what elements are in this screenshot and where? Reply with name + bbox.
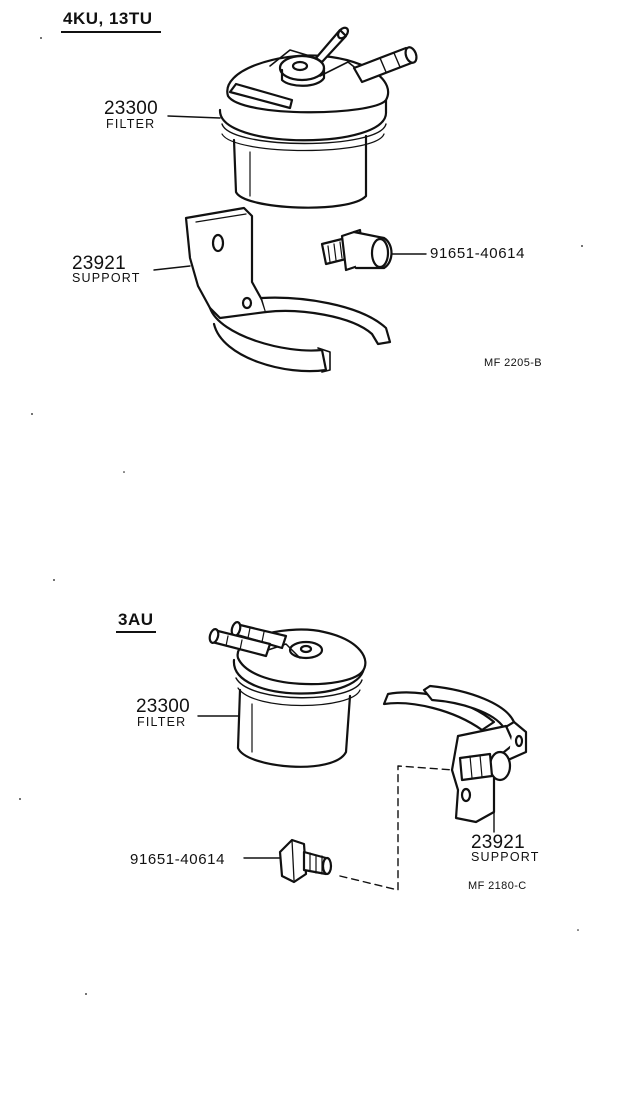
variant-header-underline [61,31,161,33]
support-bracket-bottom [382,684,528,824]
fuel-filter-top [218,26,418,209]
diagram-reference: MF 2180-C [468,880,527,892]
bolt-bottom [278,838,333,884]
filter-name: FILTER [137,715,187,729]
support-name: SUPPORT [471,850,540,864]
support-part-number: 23921 [72,253,126,274]
fuel-filter-bottom [208,621,367,768]
diagram-reference: MF 2205-B [484,357,543,369]
variant-header: 3AU [118,610,154,629]
filter-part-number: 23300 [104,98,158,119]
filter-name: FILTER [106,117,156,131]
bolt-part-number: 91651-40614 [130,851,226,868]
bolt-part-number: 91651-40614 [430,245,526,262]
support-bracket-top [184,206,392,373]
support-name: SUPPORT [72,271,141,285]
variant-header: 4KU, 13TU [63,9,153,28]
filter-part-number: 23300 [136,696,190,717]
bolt-top [320,228,393,272]
variant-header-underline [116,631,156,633]
support-part-number: 23921 [471,832,525,853]
